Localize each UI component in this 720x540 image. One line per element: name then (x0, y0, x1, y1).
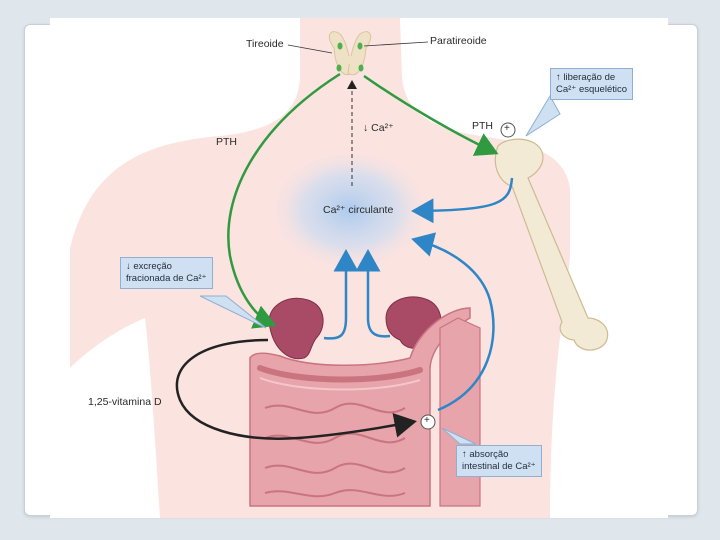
calcium-decrease-label: ↓ Ca²⁺ (363, 122, 394, 134)
intestinal-absorption-line-2: intestinal de Ca²⁺ (462, 461, 536, 472)
vitamin-d-arrow (175, 338, 417, 440)
bone-plus-circle (500, 122, 516, 138)
bone-release-callout: ↑ liberação de Ca²⁺ esquelético (550, 68, 634, 100)
gut-callout-pointer (441, 427, 477, 445)
left-kidney-to-blood-arrow (323, 249, 359, 340)
pth-left-label: PTH (216, 136, 237, 148)
circulating-calcium-label: Ca²⁺ circulante (323, 204, 394, 216)
bone-plus-sign: + (504, 123, 510, 134)
parathyroid-label: Paratireoide (430, 35, 487, 47)
thyroid-leader-line (287, 44, 333, 54)
humerus-bone (494, 138, 609, 351)
gut-plus-sign: + (424, 415, 430, 426)
vitamin-d-label: 1,25-vitamina D (88, 396, 162, 408)
circulating-calcium-glow (268, 148, 432, 272)
gut-to-blood-arrow (411, 232, 495, 412)
diagram-canvas (70, 18, 609, 518)
bone-release-line-2: Ca²⁺ esquelético (556, 84, 628, 95)
gut-plus-circle (420, 414, 436, 430)
intestines (249, 307, 481, 507)
bone-release-line-1: ↑ liberação de (556, 72, 616, 83)
pth-right-label: PTH (472, 120, 493, 132)
thyroid-label: Tireoide (246, 38, 284, 50)
thyroid-gland (328, 31, 372, 76)
calcium-regulation-diagram: Tireoide Paratireoide PTH PTH ↓ Ca²⁺ Ca²… (50, 18, 668, 518)
right-kidney-to-blood-arrow (355, 249, 391, 338)
intestinal-absorption-line-1: ↑ absorção (462, 449, 509, 460)
pth-to-kidney-arrow (227, 72, 341, 329)
pth-to-bone-arrow (363, 74, 499, 156)
renal-excretion-callout: ↓ excreção fracionada de Ca²⁺ (120, 257, 213, 289)
parathyroid-leader-line (363, 41, 429, 47)
intestinal-absorption-callout: ↑ absorção intestinal de Ca²⁺ (456, 445, 542, 477)
left-kidney (268, 297, 324, 360)
bone-to-blood-arrow (411, 177, 514, 224)
renal-excretion-line-1: ↓ excreção (126, 261, 172, 272)
renal-excretion-line-2: fracionada de Ca²⁺ (126, 273, 207, 284)
bone-callout-pointer (525, 95, 561, 137)
renal-callout-pointer (199, 295, 267, 329)
